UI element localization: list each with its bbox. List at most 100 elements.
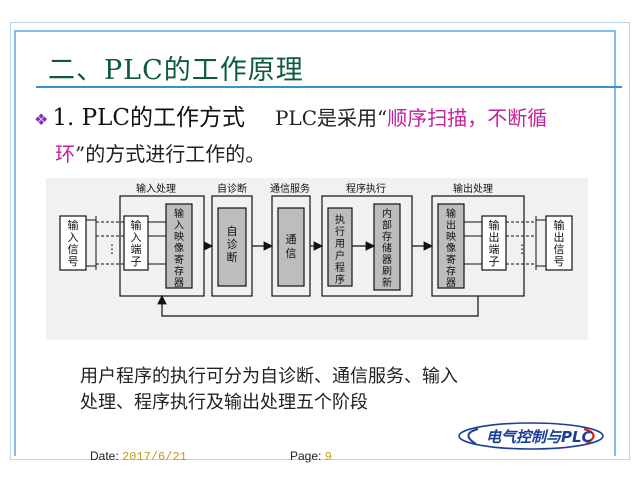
box-label-char: 子	[489, 255, 500, 268]
scan-cycle-diagram: 输入处理 自诊断 通信服务 程序执行 输出处理 输入信号 输入端子	[46, 178, 588, 340]
vt-comm: 通信	[286, 233, 297, 260]
bullet-diamond-icon: ❖	[34, 110, 49, 129]
box-label-char: 户	[335, 249, 345, 262]
box-output-signal	[545, 215, 573, 271]
box-label-char: 执	[335, 213, 345, 226]
intro-text-end: ”的方式进行工作的。	[75, 142, 266, 166]
box-label-char: 自	[227, 225, 238, 238]
box-label-char: 用	[335, 239, 345, 250]
footer-page: Page: 9	[290, 449, 332, 464]
box-label-char: 端	[489, 243, 500, 256]
box-label-char: 信	[68, 243, 79, 256]
input-wiring	[86, 216, 166, 270]
box-label-char: 器	[446, 277, 456, 289]
box-label-char: 储	[382, 242, 392, 255]
box-self-diag	[217, 207, 247, 287]
input-dots: ⋮	[106, 242, 118, 256]
footer-date: Date: 2017/6/21	[90, 449, 187, 464]
date-value: 2017/6/21	[122, 450, 187, 464]
logo-text: 电气控制与PLC	[486, 428, 593, 446]
box-label-char: 出	[446, 219, 456, 232]
box-label-char: 信	[554, 243, 565, 256]
intro-line-1: ❖1. PLC的工作方式 PLC是采用“顺序扫描，不断循	[34, 98, 547, 132]
box-label-char: 行	[335, 225, 345, 238]
box-label-char: 入	[68, 231, 79, 244]
box-label-char: 出	[489, 230, 500, 244]
intro-highlight-part2: 环	[55, 142, 75, 166]
page-label: Page:	[290, 449, 322, 463]
box-input-image	[165, 203, 193, 289]
box-label-char: 像	[174, 243, 184, 255]
box-label-char: 刷	[382, 266, 392, 278]
box-label-char: 诊	[227, 237, 238, 251]
intro-line-2: 环”的方式进行工作的。	[55, 138, 265, 167]
output-wiring	[464, 216, 546, 270]
feedback-loop-arrow	[157, 294, 479, 317]
box-label-char: 内	[382, 207, 392, 220]
box-input-terminal	[123, 215, 149, 271]
box-label-char: 输	[68, 218, 79, 232]
box-label-char: 输	[131, 218, 142, 232]
box-label-char: 存	[382, 230, 392, 243]
box-label-char: 新	[382, 276, 392, 289]
stage-label-selfdiag: 自诊断	[217, 182, 247, 195]
intro-highlight-part1: 顺序扫描，不断循	[387, 106, 548, 130]
box-output-image	[437, 203, 465, 289]
box-label-char: 输	[174, 207, 184, 220]
box-label-char: 入	[131, 231, 142, 244]
intro-text-start: PLC是采用“	[274, 106, 388, 130]
summary-text: 用户程序的执行可分为自诊断、通信服务、输入 处理、程序执行及输出处理五个阶段	[80, 364, 458, 416]
section-subheading: 1. PLC的工作方式	[52, 105, 245, 131]
stage-label-output: 输出处理	[453, 182, 493, 195]
box-label-char: 器	[174, 277, 184, 289]
box-label-char: 通	[286, 233, 297, 246]
box-label-char: 号	[554, 255, 565, 268]
box-label-char: 子	[131, 255, 142, 268]
date-label: Date:	[90, 449, 119, 463]
box-label-char: 输	[446, 207, 456, 220]
box-label-char: 信	[286, 247, 297, 260]
box-label-char: 出	[554, 230, 565, 244]
box-label-char: 映	[446, 231, 456, 243]
box-label-char: 部	[382, 219, 392, 232]
slide-inner-border	[14, 30, 616, 456]
box-label-char: 器	[382, 254, 392, 266]
box-label-char: 存	[446, 265, 456, 278]
output-dots: ⋮	[516, 242, 528, 256]
box-label-char: 入	[174, 221, 184, 232]
box-label-char: 程	[335, 262, 345, 274]
summary-line-1: 用户程序的执行可分为自诊断、通信服务、输入	[80, 366, 458, 387]
box-label-char: 号	[68, 255, 79, 268]
box-label-char: 输	[554, 218, 565, 232]
course-logo: 电气控制与PLC	[456, 420, 606, 452]
box-label-char: 断	[227, 250, 238, 264]
box-label-char: 寄	[174, 253, 184, 266]
box-exec-program	[327, 207, 353, 287]
stage-label-input: 输入处理	[136, 182, 176, 195]
box-label-char: 端	[131, 243, 142, 256]
box-input-signal	[59, 215, 87, 271]
stage-label-exec: 程序执行	[346, 182, 386, 195]
box-label-char: 映	[174, 231, 184, 243]
vt-self-diag: 自诊断	[227, 225, 238, 264]
box-comm	[277, 207, 305, 287]
summary-line-2: 处理、程序执行及输出处理五个阶段	[80, 392, 368, 413]
box-label-char: 序	[335, 273, 345, 286]
title-underline	[36, 86, 622, 88]
box-label-char: 存	[174, 265, 184, 278]
box-label-char: 像	[446, 243, 456, 255]
box-label-char: 输	[489, 218, 500, 232]
page-number: 9	[324, 450, 332, 464]
box-output-terminal	[481, 215, 507, 271]
stage-label-comm: 通信服务	[270, 182, 310, 195]
box-label-char: 寄	[446, 253, 456, 266]
